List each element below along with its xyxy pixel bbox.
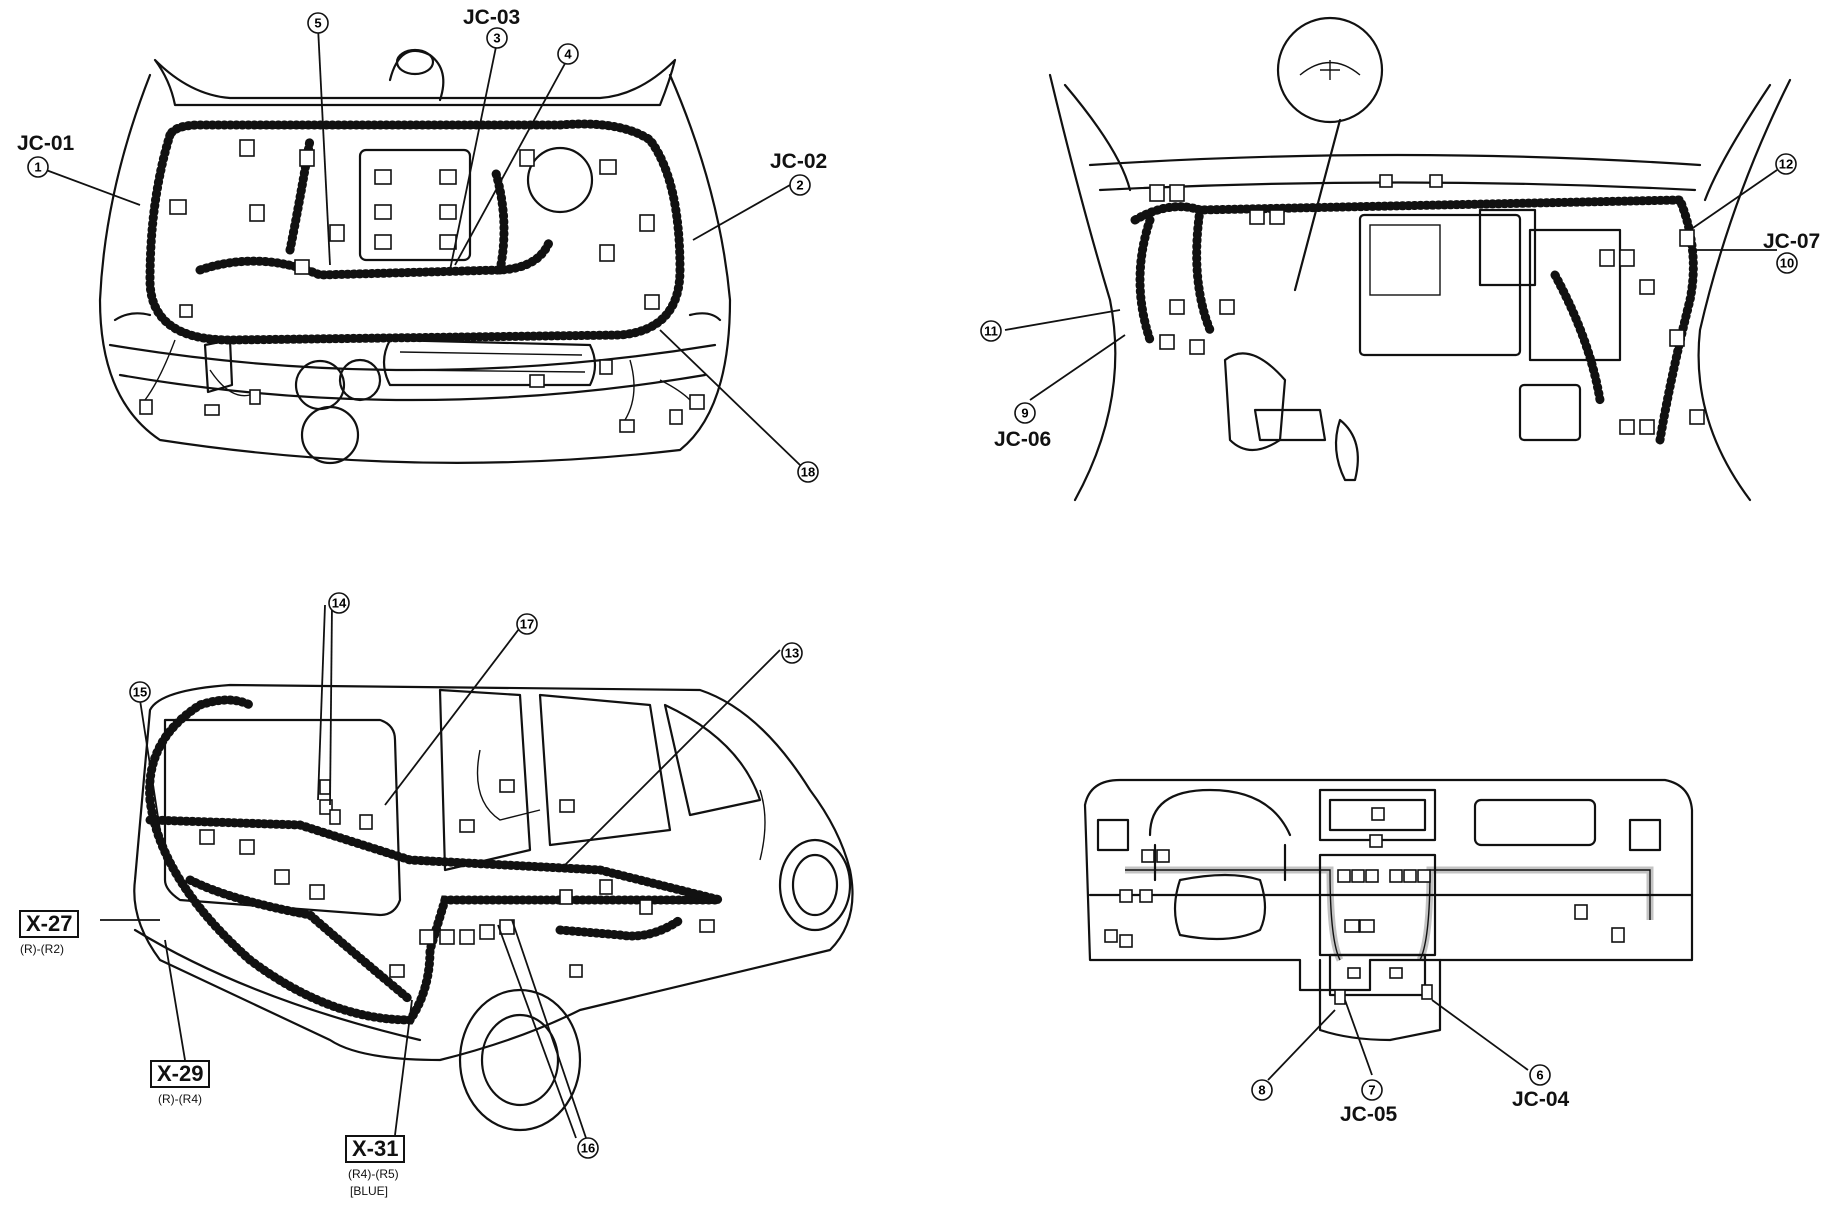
svg-text:12: 12 <box>1779 157 1793 172</box>
svg-text:1: 1 <box>34 160 41 175</box>
callout-2: 2 <box>789 174 811 196</box>
connector-x27-box: X-27 <box>19 910 80 938</box>
callout-14: 14 <box>328 592 350 614</box>
callout-3: 3 <box>486 27 508 49</box>
connector-x31-note: [BLUE] <box>350 1184 389 1198</box>
driver-cabin-view <box>1048 16 1792 502</box>
callout-13: 13 <box>781 642 803 664</box>
connector-x31-box: X-31 <box>345 1135 406 1163</box>
svg-text:13: 13 <box>785 646 799 661</box>
callout-6: 6 <box>1529 1064 1551 1086</box>
callout-18: 18 <box>797 461 819 483</box>
callout-12: 12 <box>1775 153 1797 175</box>
svg-text:10: 10 <box>1780 256 1794 271</box>
svg-text:7: 7 <box>1368 1083 1375 1098</box>
connector-x31-pins: (R4)-(R5) <box>348 1167 399 1181</box>
label-jc-07: JC-07 <box>1763 230 1821 253</box>
svg-text:2: 2 <box>796 178 803 193</box>
dashboard-front-view <box>1083 778 1694 1042</box>
label-jc-01: JC-01 <box>17 132 75 155</box>
label-jc-06: JC-06 <box>994 428 1052 451</box>
leader-lines <box>37 26 1778 1139</box>
label-jc-02: JC-02 <box>770 150 828 173</box>
svg-text:6: 6 <box>1536 1068 1543 1083</box>
svg-text:9: 9 <box>1021 406 1028 421</box>
callout-7: 7 <box>1361 1079 1383 1101</box>
callout-17: 17 <box>516 613 538 635</box>
svg-text:4: 4 <box>564 47 572 62</box>
callout-16: 16 <box>577 1137 599 1159</box>
callout-4: 4 <box>557 43 579 65</box>
svg-text:11: 11 <box>984 324 998 339</box>
svg-text:3: 3 <box>493 31 500 46</box>
callout-11: 11 <box>980 320 1002 342</box>
connector-x27-pins: (R)-(R2) <box>20 942 64 956</box>
svg-text:17: 17 <box>520 617 534 632</box>
callout-5: 5 <box>307 12 329 34</box>
label-jc-04: JC-04 <box>1512 1088 1570 1111</box>
svg-text:16: 16 <box>581 1141 595 1156</box>
rear-vehicle-view <box>133 683 854 1132</box>
svg-text:5: 5 <box>314 16 321 31</box>
callout-8: 8 <box>1251 1079 1273 1101</box>
callout-10: 10 <box>1776 252 1798 274</box>
connector-x29-pins: (R)-(R4) <box>158 1092 202 1106</box>
svg-text:18: 18 <box>801 465 815 480</box>
callout-1: 1 <box>27 156 49 178</box>
connector-x29-box: X-29 <box>150 1060 211 1088</box>
callout-9: 9 <box>1014 402 1036 424</box>
label-jc-05: JC-05 <box>1340 1103 1398 1126</box>
svg-text:8: 8 <box>1258 1083 1265 1098</box>
callout-15: 15 <box>129 681 151 703</box>
svg-text:15: 15 <box>133 685 147 700</box>
svg-text:14: 14 <box>332 596 347 611</box>
label-jc-03: JC-03 <box>463 6 521 29</box>
engine-compartment-view <box>98 48 732 465</box>
